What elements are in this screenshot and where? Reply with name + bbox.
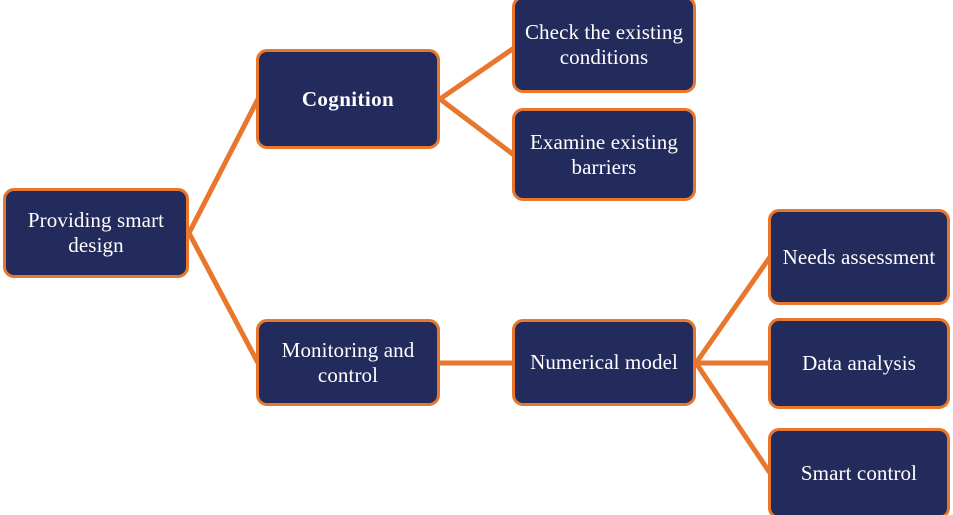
node-examine-existing-barriers[interactable]: Examine existing barriers: [512, 108, 696, 201]
node-label-smart-control: Smart control: [800, 461, 918, 486]
node-cognition[interactable]: Cognition: [256, 49, 440, 149]
connector-numerical-to-needs: [693, 255, 773, 365]
node-label-numerical-model: Numerical model: [530, 350, 678, 375]
connector-numerical-to-smart: [693, 361, 773, 475]
node-needs-assessment[interactable]: Needs assessment: [768, 209, 950, 305]
node-label-providing-smart-design: Providing smart design: [27, 208, 165, 257]
node-smart-control[interactable]: Smart control: [768, 428, 950, 515]
connector-cognition-to-examine: [438, 97, 516, 157]
node-data-analysis[interactable]: Data analysis: [768, 318, 950, 409]
node-monitoring-and-control[interactable]: Monitoring and control: [256, 319, 440, 406]
node-label-check-the-existing-conditions: Check the existing conditions: [524, 19, 684, 69]
node-numerical-model[interactable]: Numerical model: [512, 319, 696, 406]
node-label-needs-assessment: Needs assessment: [782, 244, 936, 269]
node-label-monitoring-and-control: Monitoring and control: [281, 337, 415, 387]
connector-root-to-cognition: [186, 97, 261, 235]
node-label-examine-existing-barriers: Examine existing barriers: [530, 129, 678, 179]
connector-root-to-monitoring: [186, 231, 261, 365]
connector-cognition-to-check: [438, 45, 516, 102]
node-label-cognition: Cognition: [301, 86, 395, 111]
node-providing-smart-design[interactable]: Providing smart design: [3, 188, 189, 278]
node-label-data-analysis: Data analysis: [802, 351, 916, 376]
node-check-the-existing-conditions[interactable]: Check the existing conditions: [512, 0, 696, 93]
